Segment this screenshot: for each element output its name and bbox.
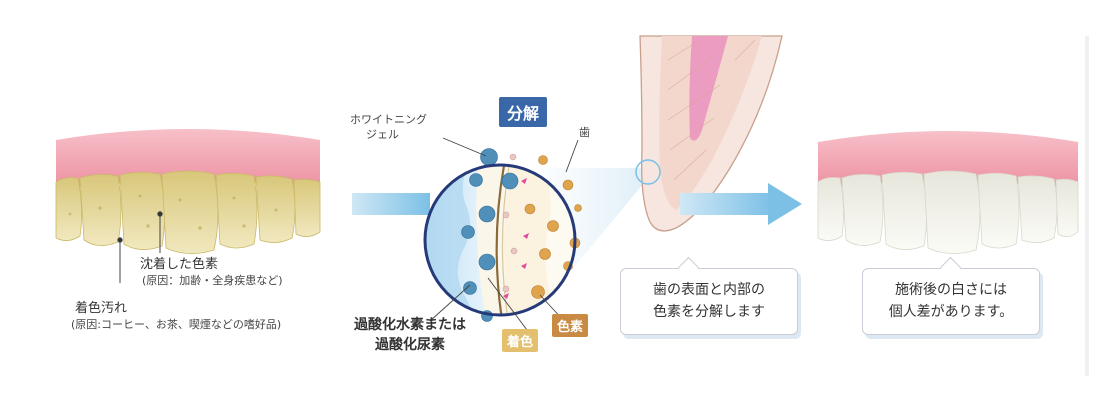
right-arrow xyxy=(680,183,802,225)
tooth-left-2 xyxy=(79,174,122,246)
whitening-gel-label: ホワイトニング ジェル xyxy=(350,113,427,142)
tooth-right-1 xyxy=(817,177,844,241)
stain-label: 着色汚れ (原因:コーヒー、お茶、喫煙などの嗜好品) xyxy=(71,301,282,331)
tooth-cross-section xyxy=(635,35,783,232)
decompose-badge: 分解 xyxy=(499,97,548,127)
tooth-left-4 xyxy=(161,170,219,254)
dentin-layer xyxy=(659,36,762,210)
zoom-spot xyxy=(635,159,661,185)
tooth-right-2 xyxy=(841,174,884,246)
middle-callout: 歯の表面と内部の 色素を分解します xyxy=(620,256,798,335)
tooth-left-7 xyxy=(293,178,321,237)
magnified-circle xyxy=(423,137,648,331)
pigment-deposit-label: 沈着した色素 (原因：加齢・全身疾患など) xyxy=(140,257,283,287)
tooth-right-7 xyxy=(1055,178,1079,237)
tooth-left-1 xyxy=(55,177,82,241)
tooth-right-3 xyxy=(881,171,927,250)
pulp xyxy=(689,36,728,141)
tooth-right-5 xyxy=(977,172,1020,249)
right-edge-bar xyxy=(1085,36,1089,376)
tooth-left-3 xyxy=(119,171,165,250)
tooth-label: 歯 xyxy=(579,126,590,139)
pigment-badge: 色素 xyxy=(552,314,589,337)
white-teeth-illustration xyxy=(817,131,1079,254)
left-arrow xyxy=(352,193,430,215)
stain-badge: 着色 xyxy=(502,329,539,352)
tooth-right-4 xyxy=(923,170,981,254)
tooth-surface-line xyxy=(495,165,507,315)
tooth-left-5 xyxy=(215,172,258,249)
right-callout: 施術後の白さには 個人差があります。 xyxy=(862,256,1040,335)
yellow-teeth-illustration xyxy=(55,129,321,283)
peroxide-label: 過酸化水素または 過酸化尿素 xyxy=(354,317,466,353)
circle-outline xyxy=(423,163,577,317)
tooth-right-6 xyxy=(1017,175,1058,243)
